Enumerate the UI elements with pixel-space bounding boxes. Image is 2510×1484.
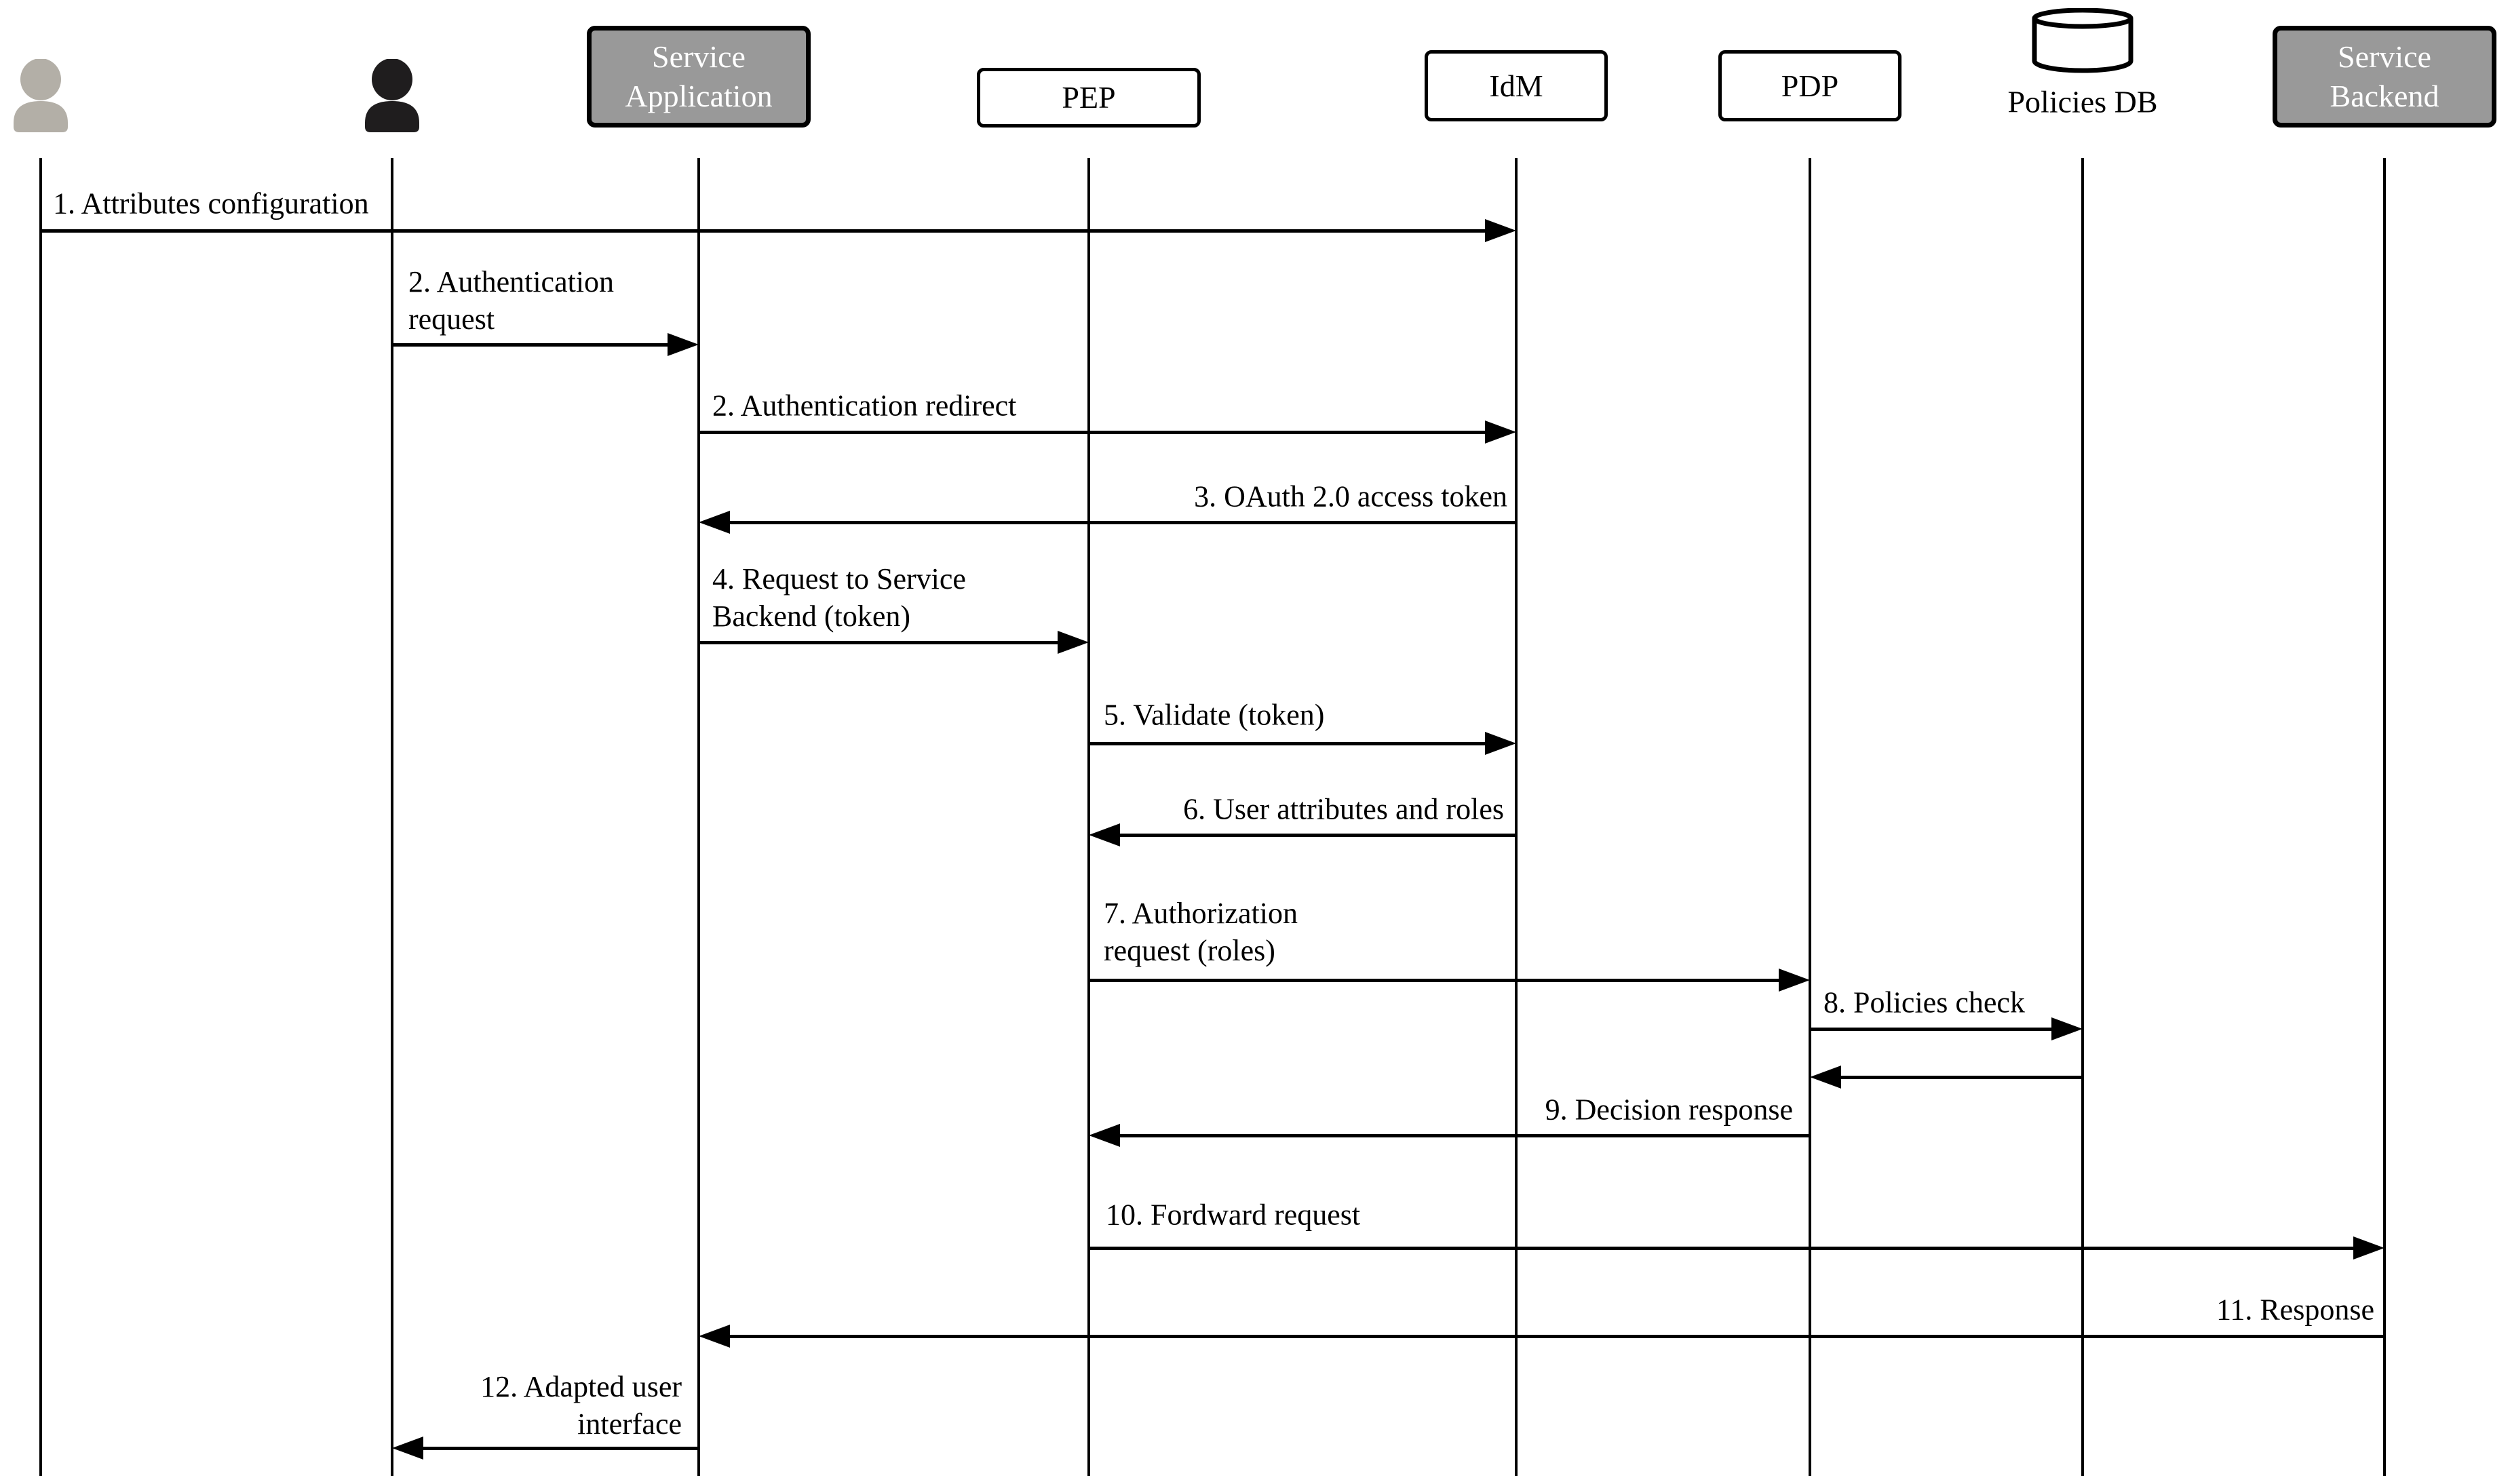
message-12-arrowhead-icon [2353,1236,2384,1260]
lifeline-service-application [697,158,700,1476]
actor-label-line: Application [625,79,773,113]
message-4-arrowhead-icon [699,511,730,534]
actor-pep: PEP [977,68,1201,128]
message-14-arrowhead-icon [392,1437,423,1460]
lifeline-user-black [391,158,393,1476]
actor-label-line: IdM [1489,68,1543,103]
lifeline-pdp [1809,158,1811,1476]
message-1-label: 1. Attributes configuration [53,187,369,220]
message-9-arrowhead-icon [2051,1017,2083,1040]
message-1-arrowhead-icon [1485,219,1516,242]
database-icon [2032,7,2134,82]
message-7-arrowhead-icon [1089,823,1120,846]
message-6-line [1089,742,1485,745]
message-13-label: 11. Response [2216,1293,2374,1327]
lifeline-idm [1515,158,1518,1476]
message-13-arrowhead-icon [699,1325,730,1348]
message-10-arrowhead-icon [1810,1066,1841,1089]
message-8-label: 7. Authorization request (roles) [1104,897,1298,967]
message-13-line [726,1335,2384,1338]
message-12-label: 10. Fordward request [1106,1198,1361,1232]
actor-pdp: PDP [1718,50,1901,121]
message-4-line [726,521,1516,524]
message-9-line [1810,1028,2051,1031]
message-2-line [392,343,668,347]
actor-idm: IdM [1425,50,1608,121]
message-7-line [1116,834,1516,837]
message-12-line [1089,1247,2353,1250]
actor-label-line: PDP [1781,68,1839,103]
actor-service-backend: Service Backend [2273,26,2496,128]
message-3-label: 2. Authentication redirect [712,389,1017,423]
message-6-arrowhead-icon [1485,732,1516,755]
gray-user-icon [12,58,69,136]
message-7-label: 6. User attributes and roles [1183,792,1504,826]
message-2-arrowhead-icon [668,333,699,356]
lifeline-user-gray [39,158,42,1476]
message-14-line [419,1447,699,1450]
message-11-arrowhead-icon [1089,1124,1120,1147]
message-3-arrowhead-icon [1485,421,1516,444]
message-4-label: 3. OAuth 2.0 access token [1194,480,1507,513]
black-user-icon [364,58,421,136]
message-10-line [1837,1076,2083,1079]
actor-label-line: Service [652,39,746,74]
actor-service-application: Service Application [587,26,811,128]
message-5-line [699,641,1058,644]
actor-label-line: PEP [1062,80,1116,115]
message-11-label: 9. Decision response [1545,1093,1793,1127]
message-5-arrowhead-icon [1058,631,1089,654]
lifeline-policies-db [2081,158,2084,1476]
message-8-arrowhead-icon [1779,969,1810,992]
actor-policies-db-label: Policies DB [2007,84,2158,119]
message-14-label: 12. Adapted user interface [480,1370,682,1441]
message-3-line [699,431,1485,434]
message-6-label: 5. Validate (token) [1104,698,1325,732]
lifeline-pep [1087,158,1090,1476]
actor-label-line: Backend [2330,79,2439,113]
message-8-line [1089,979,1779,982]
message-2-label: 2. Authentication request [408,265,615,336]
lifeline-service-backend [2383,158,2386,1476]
actor-label-line: Service [2338,39,2431,74]
message-1-line [41,229,1485,233]
message-9-label: 8. Policies check [1823,985,2025,1019]
message-5-label: 4. Request to Service Backend (token) [712,562,966,633]
message-11-line [1116,1134,1810,1137]
